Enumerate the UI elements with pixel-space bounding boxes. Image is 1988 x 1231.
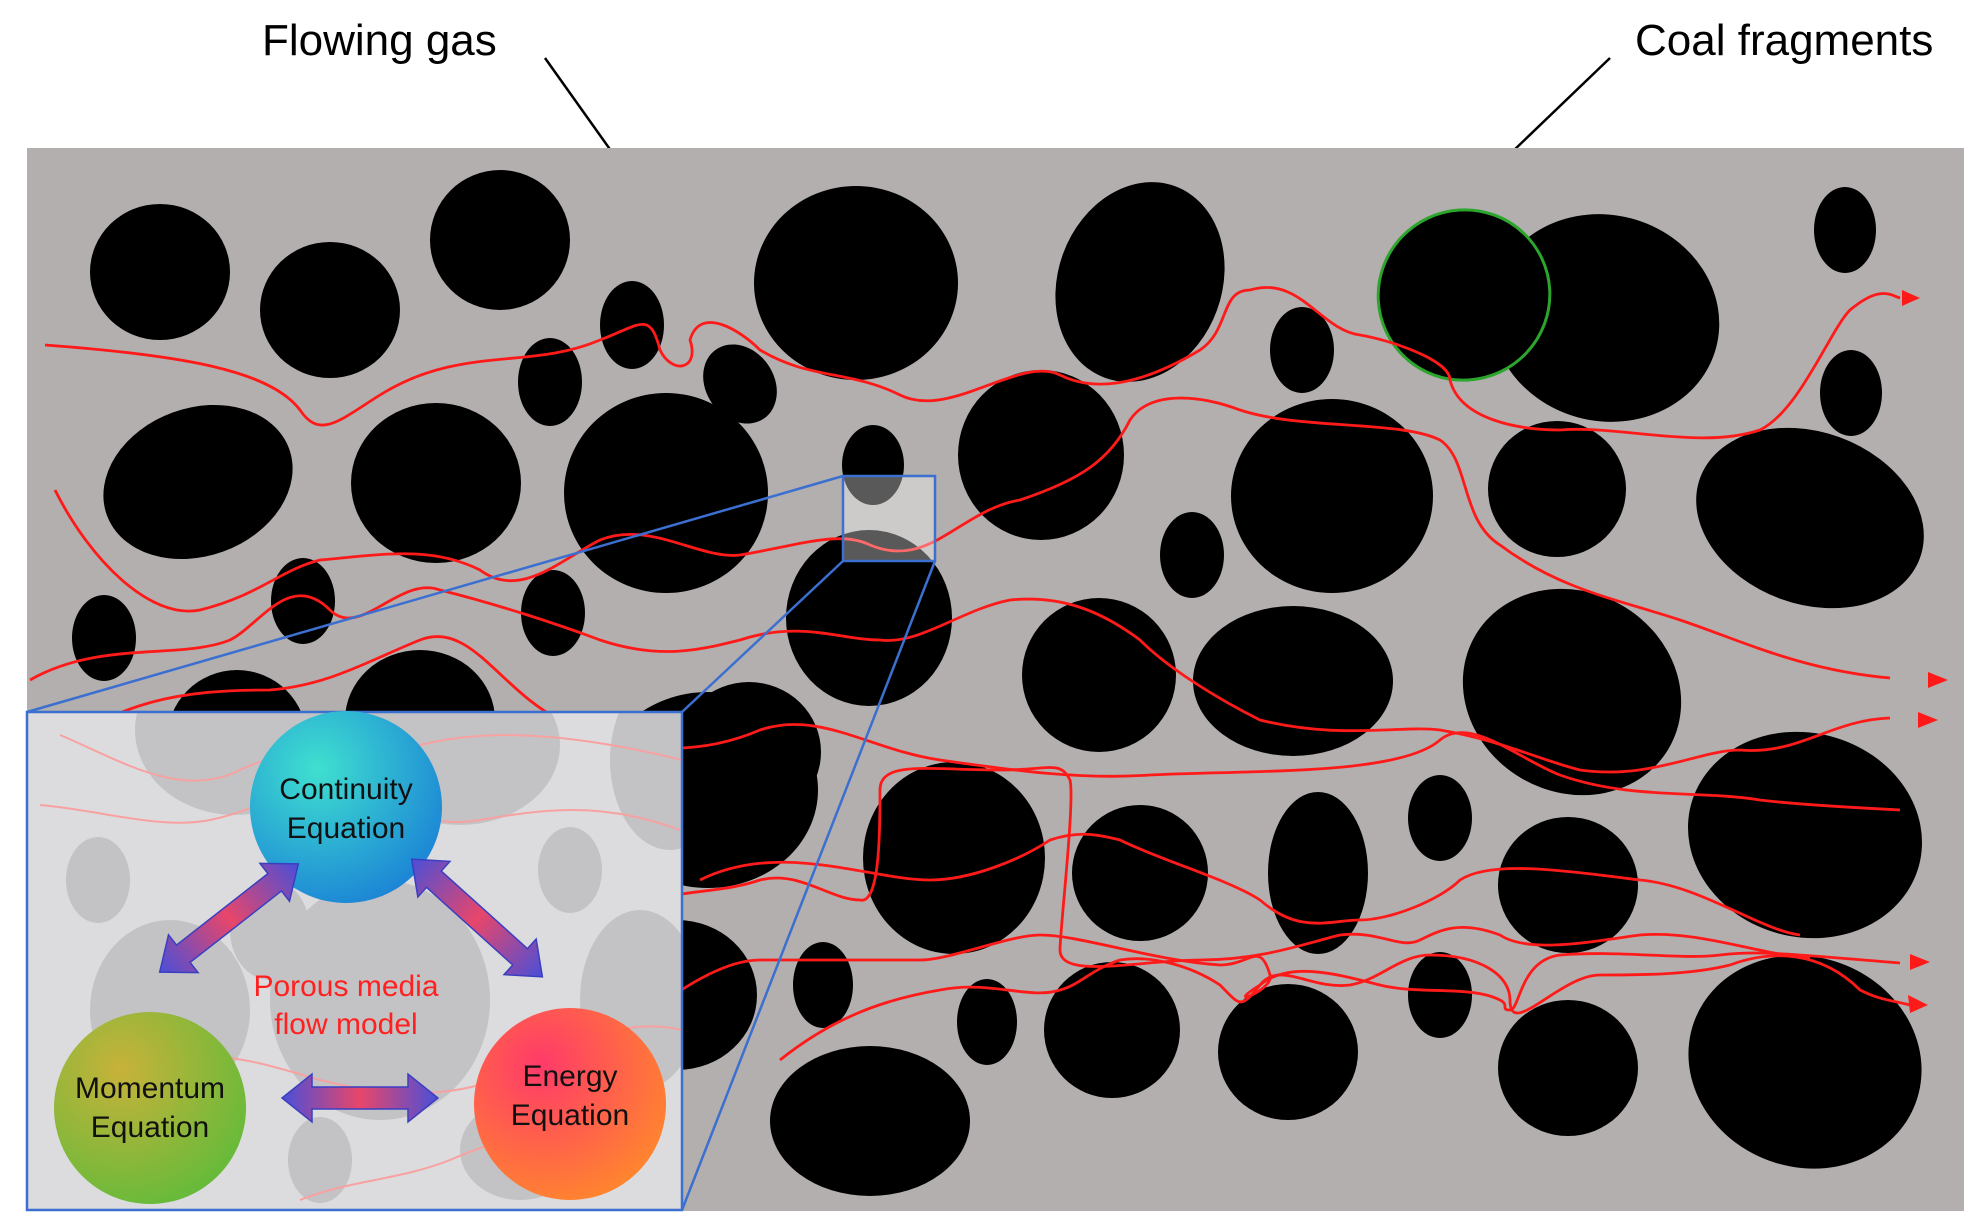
energy-equation-node: Energy Equation	[474, 1008, 666, 1200]
model-label-line1: Porous media	[253, 970, 438, 1003]
continuity-line1: Continuity	[279, 773, 412, 806]
model-label-line2: flow model	[274, 1008, 417, 1041]
momentum-equation-node: Momentum Equation	[54, 1012, 246, 1204]
energy-line1: Energy	[522, 1060, 617, 1093]
coal-fragments-label: Coal fragments	[1635, 16, 1933, 65]
energy-line2: Equation	[511, 1099, 629, 1132]
flowing-gas-label: Flowing gas	[262, 16, 497, 65]
momentum-line2: Equation	[91, 1111, 209, 1144]
momentum-line1: Momentum	[75, 1072, 225, 1105]
continuity-line2: Equation	[287, 812, 405, 845]
zoom-region	[843, 476, 935, 561]
